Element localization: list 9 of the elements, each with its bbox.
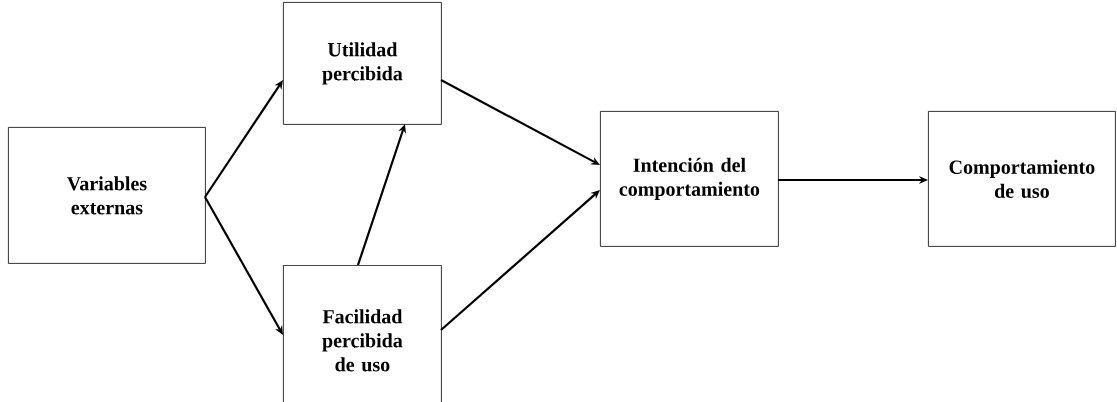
box: Facilidad percibida de uso	[283, 265, 442, 402]
box: Intención del comportamiento	[600, 111, 779, 247]
arrow	[440, 190, 600, 331]
arrow	[204, 80, 283, 198]
box: Comportamiento de uso	[928, 111, 1116, 247]
arrow	[440, 79, 600, 165]
box: Utilidad percibida	[283, 2, 442, 125]
box: Variables externas	[8, 127, 206, 264]
arrow	[204, 196, 283, 335]
